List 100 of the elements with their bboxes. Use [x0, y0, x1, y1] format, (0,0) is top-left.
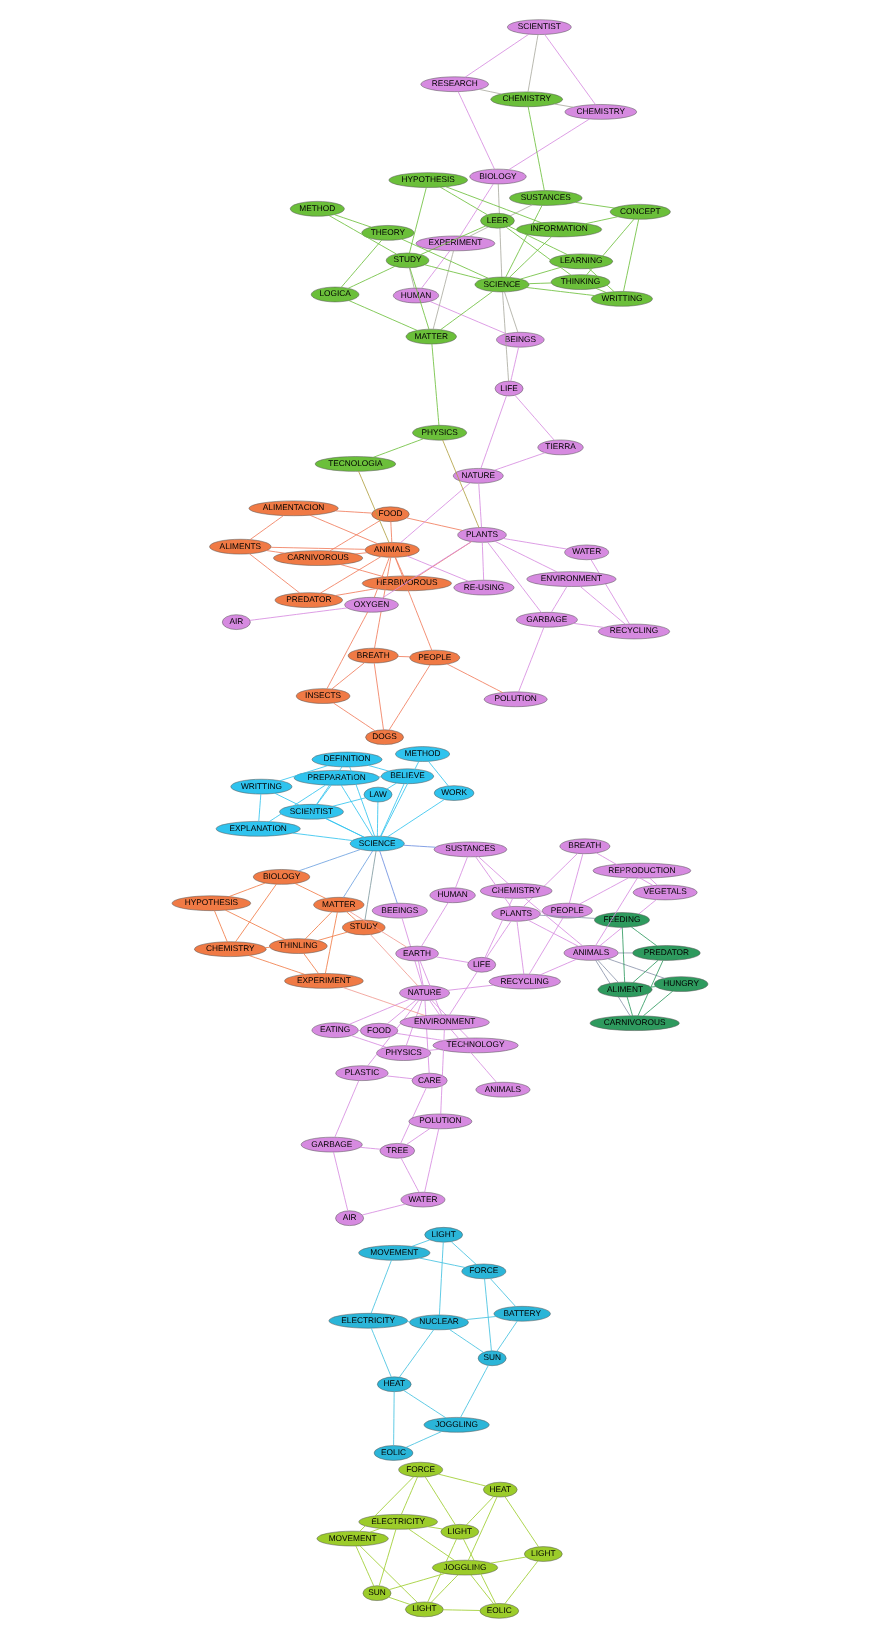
connector	[400, 238, 488, 279]
connector	[407, 1528, 455, 1561]
connector	[526, 106, 544, 191]
connector	[341, 850, 373, 898]
connector	[399, 482, 470, 544]
connector	[358, 1476, 414, 1532]
connector	[447, 1328, 483, 1353]
connector	[503, 291, 518, 333]
connector	[606, 958, 664, 979]
connector	[527, 917, 563, 975]
connector	[538, 958, 576, 976]
connector	[574, 201, 614, 209]
connector	[349, 1035, 386, 1048]
connector	[331, 797, 365, 807]
connector	[631, 959, 658, 983]
connector	[368, 1528, 380, 1533]
connector	[503, 1560, 538, 1605]
connector	[427, 760, 448, 787]
connector	[483, 897, 513, 958]
connector	[399, 1476, 417, 1515]
connector	[348, 766, 375, 837]
connector	[538, 914, 595, 919]
connector	[388, 1573, 445, 1590]
connector	[616, 952, 632, 954]
connector	[384, 1075, 412, 1080]
connector	[405, 555, 468, 582]
connector	[345, 911, 356, 921]
connector	[333, 1080, 359, 1138]
connector	[584, 216, 618, 225]
connector	[444, 186, 541, 224]
connector	[438, 186, 487, 216]
connector	[501, 538, 567, 550]
connector	[366, 764, 389, 772]
connector	[315, 766, 342, 805]
connector	[379, 761, 419, 837]
connector	[578, 877, 628, 905]
connector	[427, 1048, 439, 1051]
connector	[369, 1259, 391, 1314]
connector	[347, 300, 417, 331]
connector	[526, 919, 578, 947]
connector	[257, 793, 261, 822]
connector	[371, 438, 423, 458]
connector	[332, 1151, 348, 1212]
connector	[486, 541, 541, 613]
connector	[408, 267, 429, 330]
connector	[469, 1574, 494, 1605]
connector	[372, 556, 389, 598]
connector	[496, 183, 502, 278]
connector	[596, 959, 618, 983]
connector	[405, 1127, 430, 1145]
connector	[594, 287, 606, 293]
connector	[339, 564, 384, 578]
connector	[341, 986, 425, 1016]
connector	[333, 214, 371, 228]
connector	[368, 934, 418, 987]
connector	[572, 622, 604, 628]
connector	[302, 953, 318, 974]
connector	[523, 897, 583, 947]
connector	[479, 395, 506, 469]
connector	[527, 282, 551, 285]
connector	[423, 1128, 439, 1193]
connector	[485, 920, 511, 959]
connector	[416, 541, 472, 577]
connector	[458, 183, 493, 237]
connector	[394, 556, 404, 577]
connector	[513, 394, 554, 441]
connector	[477, 88, 501, 95]
connector	[466, 1496, 497, 1561]
connector	[330, 662, 364, 690]
connector	[248, 607, 347, 621]
connector	[334, 510, 372, 514]
connector	[396, 656, 410, 658]
connector	[423, 264, 482, 280]
connector	[234, 883, 276, 943]
connector	[247, 955, 305, 975]
connector	[332, 702, 375, 732]
connector	[223, 909, 285, 940]
connector	[594, 877, 637, 947]
connector	[385, 782, 397, 790]
connector	[426, 1538, 456, 1603]
connector	[395, 1032, 443, 1041]
connector	[501, 291, 508, 382]
connector	[316, 931, 347, 941]
connector	[441, 439, 479, 528]
connector	[465, 1496, 494, 1526]
connector	[431, 250, 453, 330]
connector	[620, 926, 625, 983]
connector	[438, 1241, 443, 1316]
connector	[464, 1316, 496, 1320]
connector	[436, 1473, 485, 1487]
connector	[354, 1545, 374, 1587]
connector	[269, 546, 365, 550]
connector	[297, 849, 360, 872]
connector	[404, 1431, 442, 1448]
connector	[629, 926, 657, 947]
connector	[622, 218, 639, 292]
connector	[408, 187, 426, 254]
connector	[507, 225, 567, 256]
connector	[339, 239, 382, 288]
connector	[315, 784, 331, 805]
